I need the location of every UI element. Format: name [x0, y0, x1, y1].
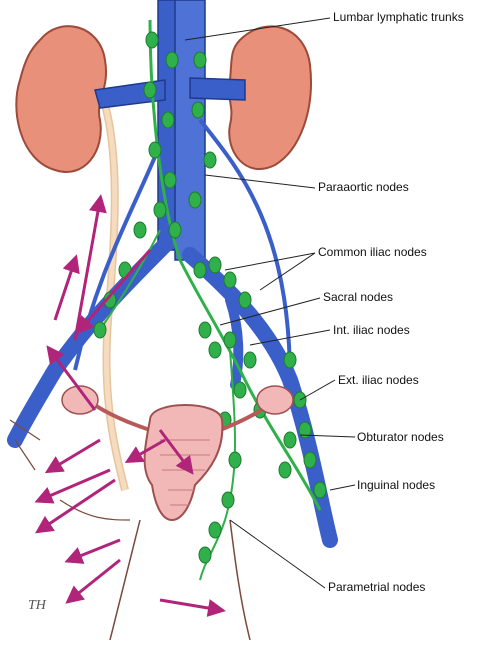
right-renal-vessel [189, 77, 246, 101]
spread-arrow [64, 538, 121, 564]
lymph-node [188, 191, 202, 209]
lymph-node [143, 81, 157, 99]
spread-arrow [65, 558, 121, 604]
lymph-node [221, 491, 235, 509]
lymph-node [198, 546, 212, 564]
spread-arrow [159, 598, 226, 617]
leader-lines [184, 17, 356, 589]
lymph-node [208, 341, 222, 359]
label-ext-iliac-nodes: Ext. iliac nodes [338, 373, 419, 387]
lymphatic-chain [148, 19, 322, 511]
lymph-node [233, 381, 247, 399]
spread-arrow [53, 254, 80, 321]
lymph-node [203, 151, 217, 169]
spread-arrow [35, 478, 116, 534]
lymph-node [278, 461, 292, 479]
right-internal-iliac [225, 295, 244, 390]
lymph-node [283, 431, 297, 449]
spread-arrow [124, 438, 166, 463]
leg-outline-left [109, 519, 141, 641]
lymph-node [228, 451, 242, 469]
lymph-node [191, 101, 205, 119]
label-sacral-nodes: Sacral nodes [323, 290, 394, 304]
spread-arrows [34, 194, 226, 617]
lymph-node [153, 201, 167, 219]
lymph-node [103, 291, 117, 309]
artist-signature: TH [28, 598, 46, 613]
lymph-node [148, 141, 162, 159]
spread-arrow [44, 438, 101, 474]
lymph-node [193, 261, 207, 279]
label-parametrial-nodes: Parametrial nodes [328, 580, 426, 594]
lymph-node [198, 321, 212, 339]
left-kidney [15, 25, 107, 173]
lymph-node [243, 351, 257, 369]
lymph-node [163, 171, 177, 189]
label-int-iliac-nodes: Int. iliac nodes [333, 323, 410, 337]
spread-arrow [158, 429, 194, 475]
lymph-node [208, 256, 222, 274]
lymph-node [223, 331, 237, 349]
label-common-iliac-nodes: Common iliac nodes [318, 245, 427, 259]
label-obturator-nodes: Obturator nodes [357, 430, 444, 444]
lymph-node [208, 521, 222, 539]
left-ovary [61, 385, 99, 415]
lymph-node [168, 221, 182, 239]
lymph-node [303, 451, 317, 469]
lymph-node [165, 51, 179, 69]
lymph-node [133, 221, 147, 239]
label-inguinal-nodes: Inguinal nodes [357, 478, 436, 492]
lymph-node [313, 481, 327, 499]
lymph-node [298, 421, 312, 439]
lymph-node [238, 291, 252, 309]
label-lumbar-lymphatic-trunks: Lumbar lymphatic trunks [333, 10, 464, 24]
spread-arrow [76, 249, 152, 335]
lymph-node [161, 111, 175, 129]
lymph-node [145, 31, 159, 49]
lymph-node [283, 351, 297, 369]
leg-outline-right [229, 519, 251, 641]
right-ovary [256, 385, 294, 415]
lymph-node [93, 321, 107, 339]
lymph-nodes [93, 31, 327, 564]
label-paraaortic-nodes: Paraaortic nodes [318, 180, 409, 194]
spread-arrow [46, 345, 97, 411]
spread-arrow [34, 468, 111, 504]
gonadal-vessel-right [198, 118, 292, 381]
lymph-node [223, 271, 237, 289]
lymph-node [193, 51, 207, 69]
